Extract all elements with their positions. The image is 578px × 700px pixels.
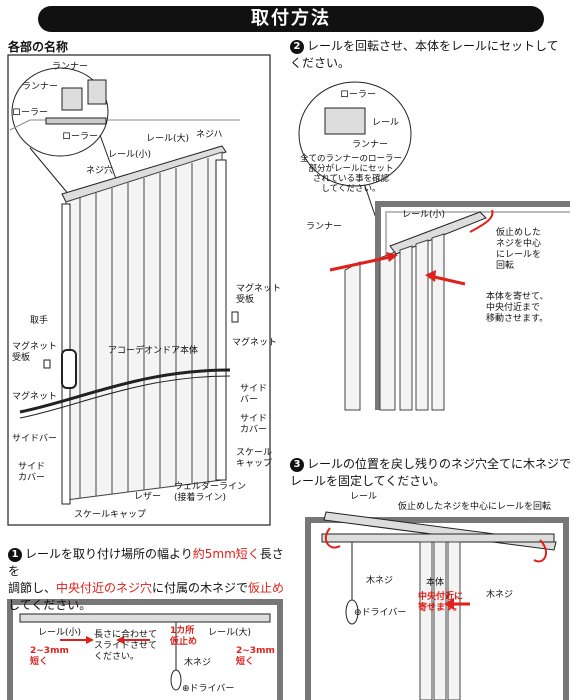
label-side-bar-left: サイドバー [12, 434, 58, 444]
step1-one-place: 1カ所 仮止め [170, 626, 198, 647]
label-side-cover-left: サイド カバー [18, 462, 46, 483]
label-scale-cap-right: スケール キャップ [236, 448, 273, 469]
label-screw-c: ネジハ [196, 130, 223, 140]
step1-short-left: 2~3mm 短く [30, 646, 69, 667]
rail-shape [61, 145, 227, 203]
step1-adjust-note: 長さに合わせて スライドさせて ください。 [94, 630, 158, 662]
step2-label-runner-2: ランナー [306, 222, 343, 232]
step1-label-driver: ⊕ドライバー [182, 684, 235, 694]
label-handle: 取手 [30, 316, 49, 326]
step3-center-note: 中央付近に 寄せます。 [418, 592, 464, 613]
label-roller-2: ローラー [62, 132, 99, 142]
step1-line1-a: レールを取り付け場所の幅より [25, 547, 193, 561]
step2-number: 2 [290, 40, 304, 54]
label-magnet-plate-right: マグネット 受板 [236, 284, 282, 305]
parts-panel-frame [7, 54, 271, 526]
step1-label-rail-large: レール(大) [208, 628, 252, 638]
step2-rail [389, 211, 487, 255]
step1-rail [19, 613, 271, 623]
step2-arrow-right [329, 254, 396, 272]
step2-zoom-rail [324, 107, 366, 135]
step3-label-driver: ⊕ドライバー [354, 608, 407, 618]
zoom-line-1 [29, 147, 71, 197]
step1-line1-red: 約5mm短く [192, 547, 260, 561]
label-magnet-left: マグネット [12, 392, 58, 402]
step3-rail [321, 533, 555, 543]
step1-line2-red1: 中央付近のネジ穴 [56, 581, 153, 595]
step1-line1-b: 長さを [8, 547, 284, 578]
step1-short-right: 2~3mm 短く [236, 646, 275, 667]
step2-arrow-left [429, 274, 466, 286]
step2-label-rail-small: レール(小) [402, 210, 446, 220]
label-magnet-plate-left: マグネット 受板 [12, 342, 58, 363]
step2-move-note: 本体を寄せて、 中央付近まで 移動させます。 [486, 292, 549, 324]
wall-line [9, 119, 240, 131]
step2-note: 全てのランナーのローラー 部分がレールにセット されている事を確認 してください… [300, 154, 403, 194]
step2-label-runner: ランナー [352, 140, 389, 150]
label-screw-hole: ネジ穴 [86, 166, 114, 176]
step3-label-wood-screw-right: 木ネジ [486, 590, 514, 600]
step3-number: 3 [290, 458, 304, 472]
step1-line3: してください。 [8, 598, 92, 612]
step3-text: レールの位置を戻し残りのネジ穴全てに木ネジで レールを固定してください。 [290, 457, 572, 488]
step3-label-rail: レール [350, 492, 378, 502]
step3-rotate-note: 仮止めしたネジを中心にレールを回転 [398, 502, 552, 512]
step1-label-wood-screw: 木ネジ [184, 658, 212, 668]
step1-frame [7, 599, 283, 700]
step2-rotate-note: 仮止めした ネジを中心 にレールを 回転 [496, 228, 542, 271]
label-rail-small: レール(小) [108, 150, 152, 160]
step2-text: レールを回転させ、本体をレールにセットして ください。 [290, 39, 559, 70]
label-side-bar-right: サイド バー [240, 384, 268, 405]
step3-label-wood-screw-left: 木ネジ [366, 576, 394, 586]
step1-line2-a: 調節し、 [8, 581, 57, 595]
label-magnet-right: マグネット [232, 338, 278, 348]
label-body: アコーデオンドア本体 [108, 346, 199, 356]
handle [61, 349, 77, 389]
label-welder-line: ウェルダーライン (接着ライン) [174, 482, 247, 503]
door-panels [65, 151, 223, 501]
label-scale-cap-bottom: スケールキャップ [74, 510, 147, 520]
zoom-circle [11, 67, 109, 157]
step3-panels [419, 541, 461, 700]
step3-frame [305, 517, 569, 700]
step1-number: 1 [8, 548, 22, 562]
label-runner-2: ランナー [22, 82, 59, 92]
label-runner-1: ランナー [52, 62, 89, 72]
step1-label-rail-small: レール(小) [38, 628, 82, 638]
label-leather: レザー [134, 492, 162, 502]
label-rail-large: レール(大) [146, 134, 190, 144]
step1-line2-b: に付属の木ネジで [152, 581, 249, 595]
magnet-plate-right [231, 311, 239, 323]
label-roller-1: ローラー [12, 108, 49, 118]
step1-line2-red2: 仮止め [248, 581, 285, 595]
step2-label-roller: ローラー [340, 90, 377, 100]
step2-label-rail: レール [372, 118, 400, 128]
runner-zoom-2 [87, 79, 107, 105]
runner-zoom-1 [61, 87, 83, 111]
label-side-cover-right: サイド カバー [240, 414, 268, 435]
side-bar-right [215, 159, 227, 481]
parts-heading: 各部の名称 [8, 40, 69, 54]
page-title: 取付方法 [38, 6, 544, 32]
step2-frame [375, 201, 570, 410]
step3-label-body: 本体 [426, 578, 445, 588]
wave-line [19, 368, 231, 414]
magnet-plate-left [43, 359, 51, 369]
step2-rotate-arrow [469, 209, 494, 233]
